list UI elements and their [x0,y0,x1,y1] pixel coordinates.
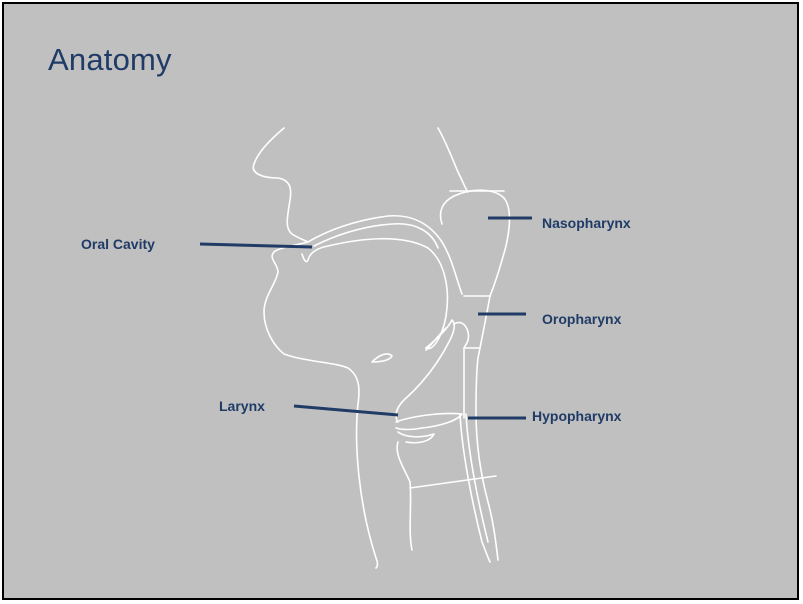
esophagus-front [460,414,490,562]
larynx-leader [294,406,398,415]
posterior-pharyngeal-wall [476,296,498,560]
hypopharynx-label: Hypopharynx [532,408,622,424]
nasopharynx-label: Nasopharynx [542,215,631,231]
nasopharynx-cavity [441,190,510,296]
anatomy-outline [253,128,509,568]
oral-cavity-label: Oral Cavity [81,236,155,252]
uvula [454,322,469,418]
larynx-structure [396,413,462,429]
laryngeal-front [397,442,412,550]
larynx-label: Larynx [219,398,265,414]
hyoid [372,354,392,362]
hard-palate [308,216,462,294]
thyroid-cartilage [398,432,434,443]
neck-back [376,558,378,568]
oropharynx-label: Oropharynx [542,311,622,327]
tongue-base [396,320,454,422]
nasal-line [438,128,468,192]
face-profile [253,128,376,558]
tongue [302,239,447,349]
anatomy-diagram: Oral Cavity Nasopharynx Oropharynx Laryn… [4,4,799,600]
soft-palate [426,328,446,350]
